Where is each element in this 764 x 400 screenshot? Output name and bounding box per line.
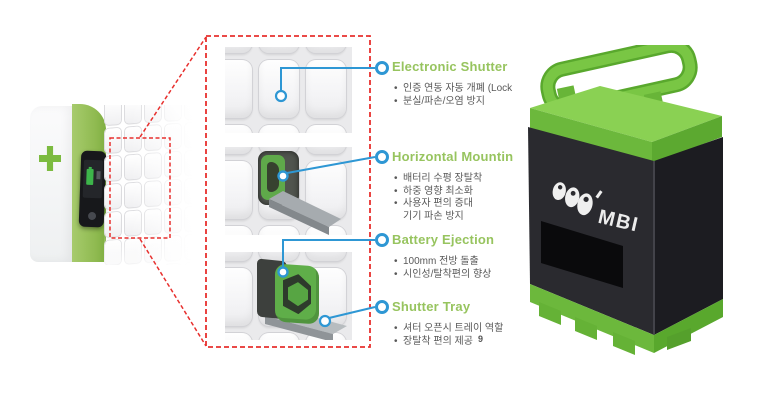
battery-cap-side bbox=[652, 116, 722, 163]
bullet-item: •셔터 오픈시 트레이 역할 bbox=[394, 323, 504, 334]
bullet-item: •100mm 전방 돌출 bbox=[394, 256, 479, 267]
shutter-cell bbox=[306, 60, 346, 118]
shutter-cell bbox=[259, 47, 299, 53]
base-foot bbox=[539, 302, 561, 325]
station-shutter-grid bbox=[104, 105, 194, 265]
bullet-item: •장탈착 편의 제공 bbox=[394, 335, 473, 347]
callout-electronic-shutter: Electronic Shutter •인증 연동 자동 개폐 (Lock •분… bbox=[392, 59, 522, 108]
station-button-icon bbox=[87, 211, 97, 221]
callout-ring-icon bbox=[375, 233, 389, 247]
screen-widget bbox=[96, 171, 101, 180]
bullet-item: •하중 영향 최소화 bbox=[394, 185, 473, 197]
grid-fade bbox=[104, 105, 194, 265]
detail-photo-closed-shutter bbox=[225, 47, 352, 133]
station-control-panel bbox=[78, 150, 107, 228]
station-screen bbox=[82, 159, 104, 199]
bullet-item: •배터리 수평 장탈착 bbox=[394, 173, 483, 184]
page-number: 9 bbox=[478, 334, 484, 344]
ejected-battery-handle bbox=[275, 263, 319, 325]
shutter-cell bbox=[306, 47, 346, 53]
detail-photo-ejected-battery bbox=[225, 252, 352, 340]
station-body bbox=[30, 106, 74, 262]
shutter-cell bbox=[225, 60, 252, 118]
callout-title: Shutter Tray bbox=[392, 299, 471, 314]
shutter-cell bbox=[259, 125, 299, 133]
callout-title: Battery Ejection bbox=[392, 232, 495, 247]
battery-base-front bbox=[530, 284, 654, 353]
bullet-item: •인증 연동 자동 개폐 (Lock bbox=[394, 83, 513, 94]
shutter-cell bbox=[306, 125, 346, 133]
tray-ramp bbox=[269, 191, 341, 235]
bullet-item: •시인성/탈착편의 향상 bbox=[394, 268, 492, 280]
shutter-cell bbox=[225, 125, 252, 133]
callout-battery-ejection: Battery Ejection •100mm 전방 돌출 •시인성/탈착편의 … bbox=[392, 232, 522, 281]
shutter-cell bbox=[225, 47, 252, 53]
base-foot bbox=[613, 332, 635, 355]
battery-cap-front bbox=[530, 108, 652, 163]
bullet-item: •분실/파손/오염 방지 bbox=[394, 95, 485, 107]
battery-label-panel bbox=[541, 221, 623, 288]
detail-photo-open-slot bbox=[225, 147, 352, 235]
callout-ring-icon bbox=[375, 61, 389, 75]
callout-shutter-tray: Shutter Tray •셔터 오픈시 트레이 역할 •장탈착 편의 제공 bbox=[392, 299, 522, 348]
battery-body-side bbox=[654, 137, 723, 335]
callout-title: Electronic Shutter bbox=[392, 59, 508, 74]
callout-ring-icon bbox=[375, 150, 389, 164]
battery-level-icon bbox=[86, 168, 94, 186]
base-foot bbox=[667, 328, 691, 350]
shutter-grid bbox=[225, 47, 352, 133]
bullet-item: 기기 파손 방지 bbox=[403, 210, 464, 222]
base-foot bbox=[575, 317, 597, 340]
shutter-cell bbox=[259, 60, 299, 118]
callout-horizontal-mounting: Horizontal Mountin •배터리 수평 장탈착 •하중 영향 최소… bbox=[392, 149, 522, 223]
battery-render: MBI bbox=[528, 45, 723, 355]
callout-ring-icon bbox=[375, 300, 389, 314]
bullet-item: •사용자 편의 증대 bbox=[394, 198, 473, 209]
callout-title: Horizontal Mountin bbox=[392, 149, 514, 164]
battery-cap-top bbox=[530, 86, 722, 142]
